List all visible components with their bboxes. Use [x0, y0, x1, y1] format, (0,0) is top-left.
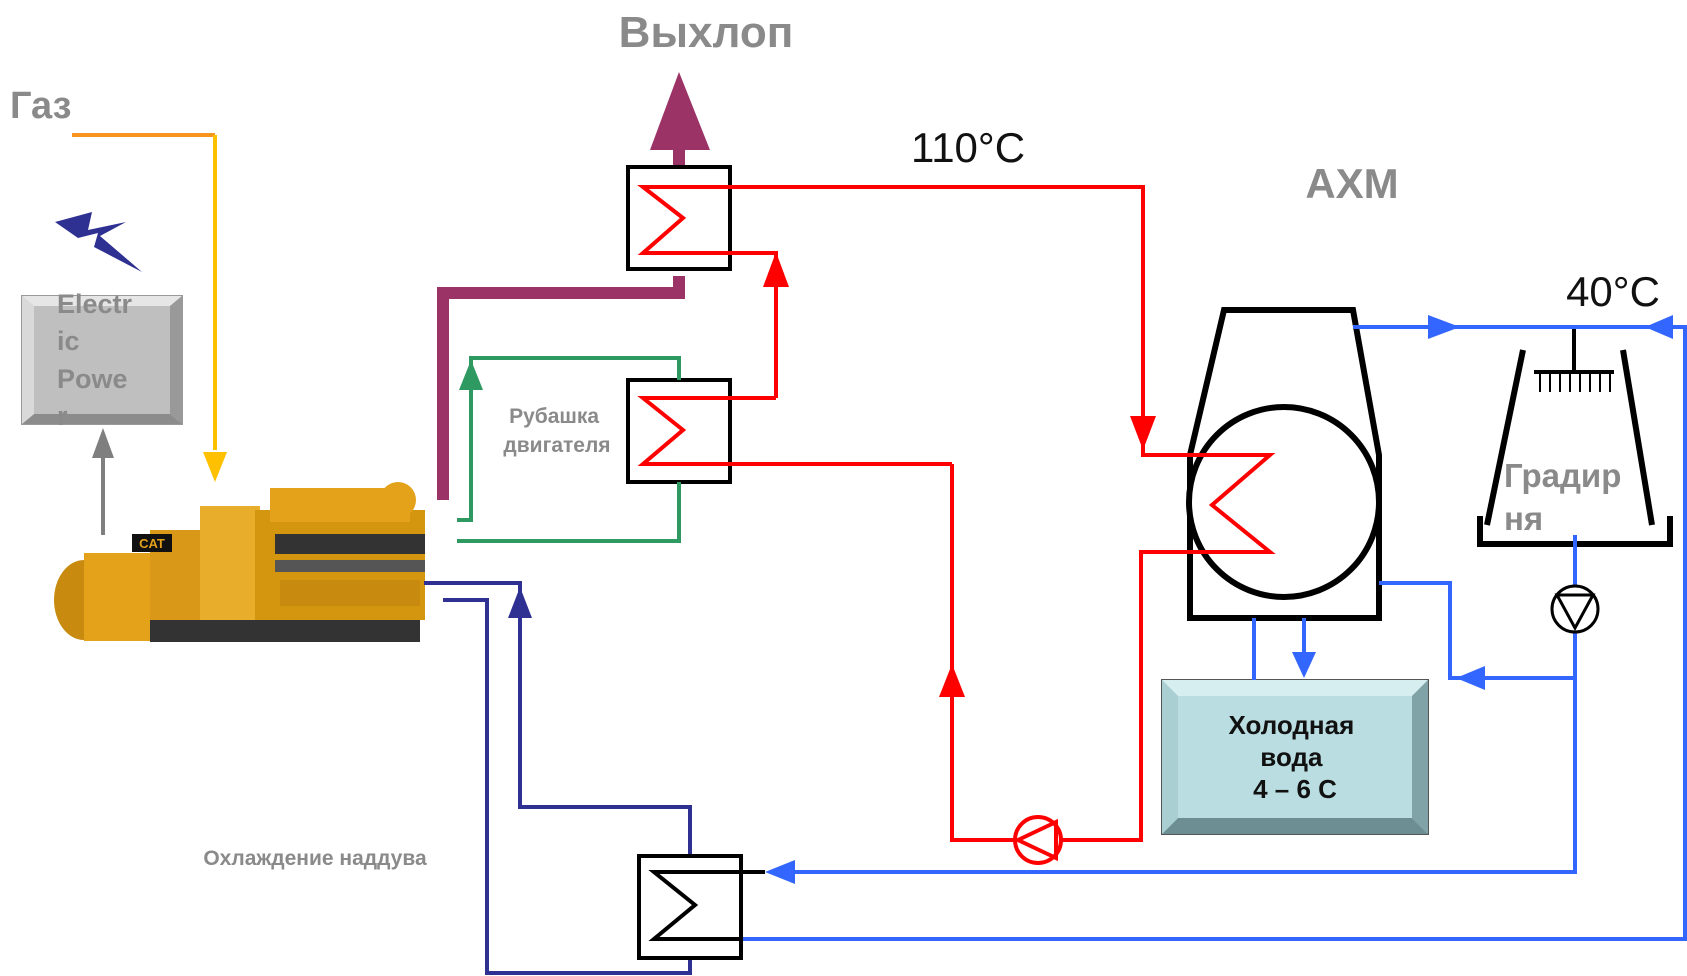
engine-jacket-label: Рубашка двигателя — [503, 405, 610, 457]
hot-water-temperature: 110°C — [911, 124, 1025, 171]
gas-engine-generator: CAT — [54, 482, 425, 642]
exhaust-heat-exchanger — [628, 167, 778, 269]
charge-air-heat-exchanger — [639, 856, 765, 958]
absorption-chiller-label: АХМ — [1305, 160, 1398, 207]
cooling-tower-label: Градир ня — [1504, 457, 1631, 537]
engine-jacket-heat-exchanger — [628, 380, 952, 482]
cooling-water-temperature: 40°C — [1566, 268, 1660, 315]
chilled-water-lines — [1254, 618, 1316, 680]
gas-label: Газ — [10, 85, 72, 127]
exhaust-label: Выхлоп — [619, 8, 794, 57]
absorption-chiller — [1141, 310, 1379, 618]
charge-air-cooling-label: Охлаждение наддува — [203, 847, 427, 870]
lightning-icon — [55, 212, 142, 272]
hot-water-supply-line — [752, 187, 1224, 455]
hot-water-pump-icon — [1015, 817, 1061, 863]
cooling-water-pump-icon — [1552, 586, 1598, 632]
power-output-arrow — [92, 428, 114, 535]
engine-badge: CAT — [139, 536, 165, 551]
hot-water-riser — [763, 252, 789, 398]
